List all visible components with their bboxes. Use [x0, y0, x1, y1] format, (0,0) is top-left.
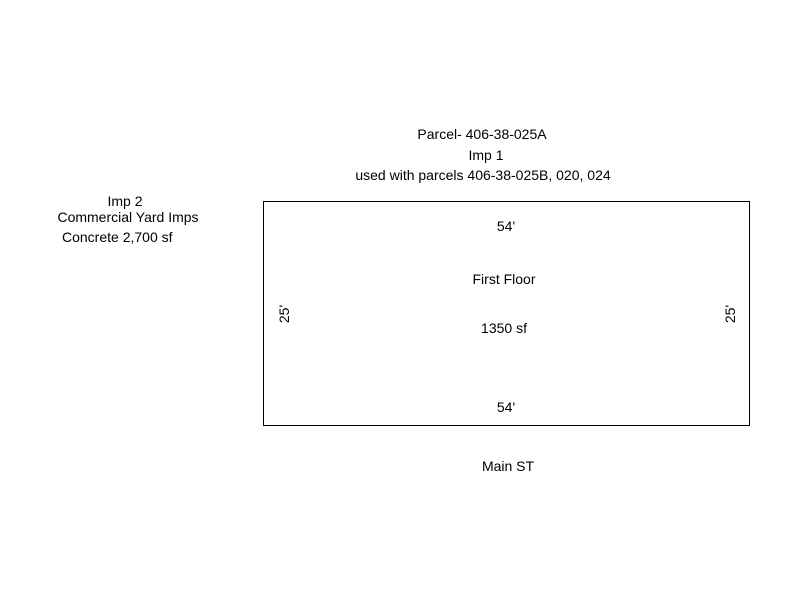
right-dimension: 25'	[722, 304, 738, 324]
top-dimension: 54'	[496, 218, 516, 234]
parcel-label: Parcel- 406-38-025A	[417, 126, 547, 142]
used-with-parcels-label: used with parcels 406-38-025B, 020, 024	[355, 167, 611, 183]
imp2-detail: Concrete 2,700 sf	[62, 229, 173, 245]
building-outline	[263, 201, 750, 426]
imp2-title: Imp 2	[107, 193, 143, 209]
left-dimension: 25'	[276, 304, 292, 324]
imp1-label: Imp 1	[468, 147, 504, 163]
floor-label: First Floor	[472, 271, 536, 287]
street-label: Main ST	[481, 458, 535, 474]
imp2-type: Commercial Yard Imps	[57, 209, 199, 225]
bottom-dimension: 54'	[496, 399, 516, 415]
area-label: 1350 sf	[481, 320, 527, 336]
